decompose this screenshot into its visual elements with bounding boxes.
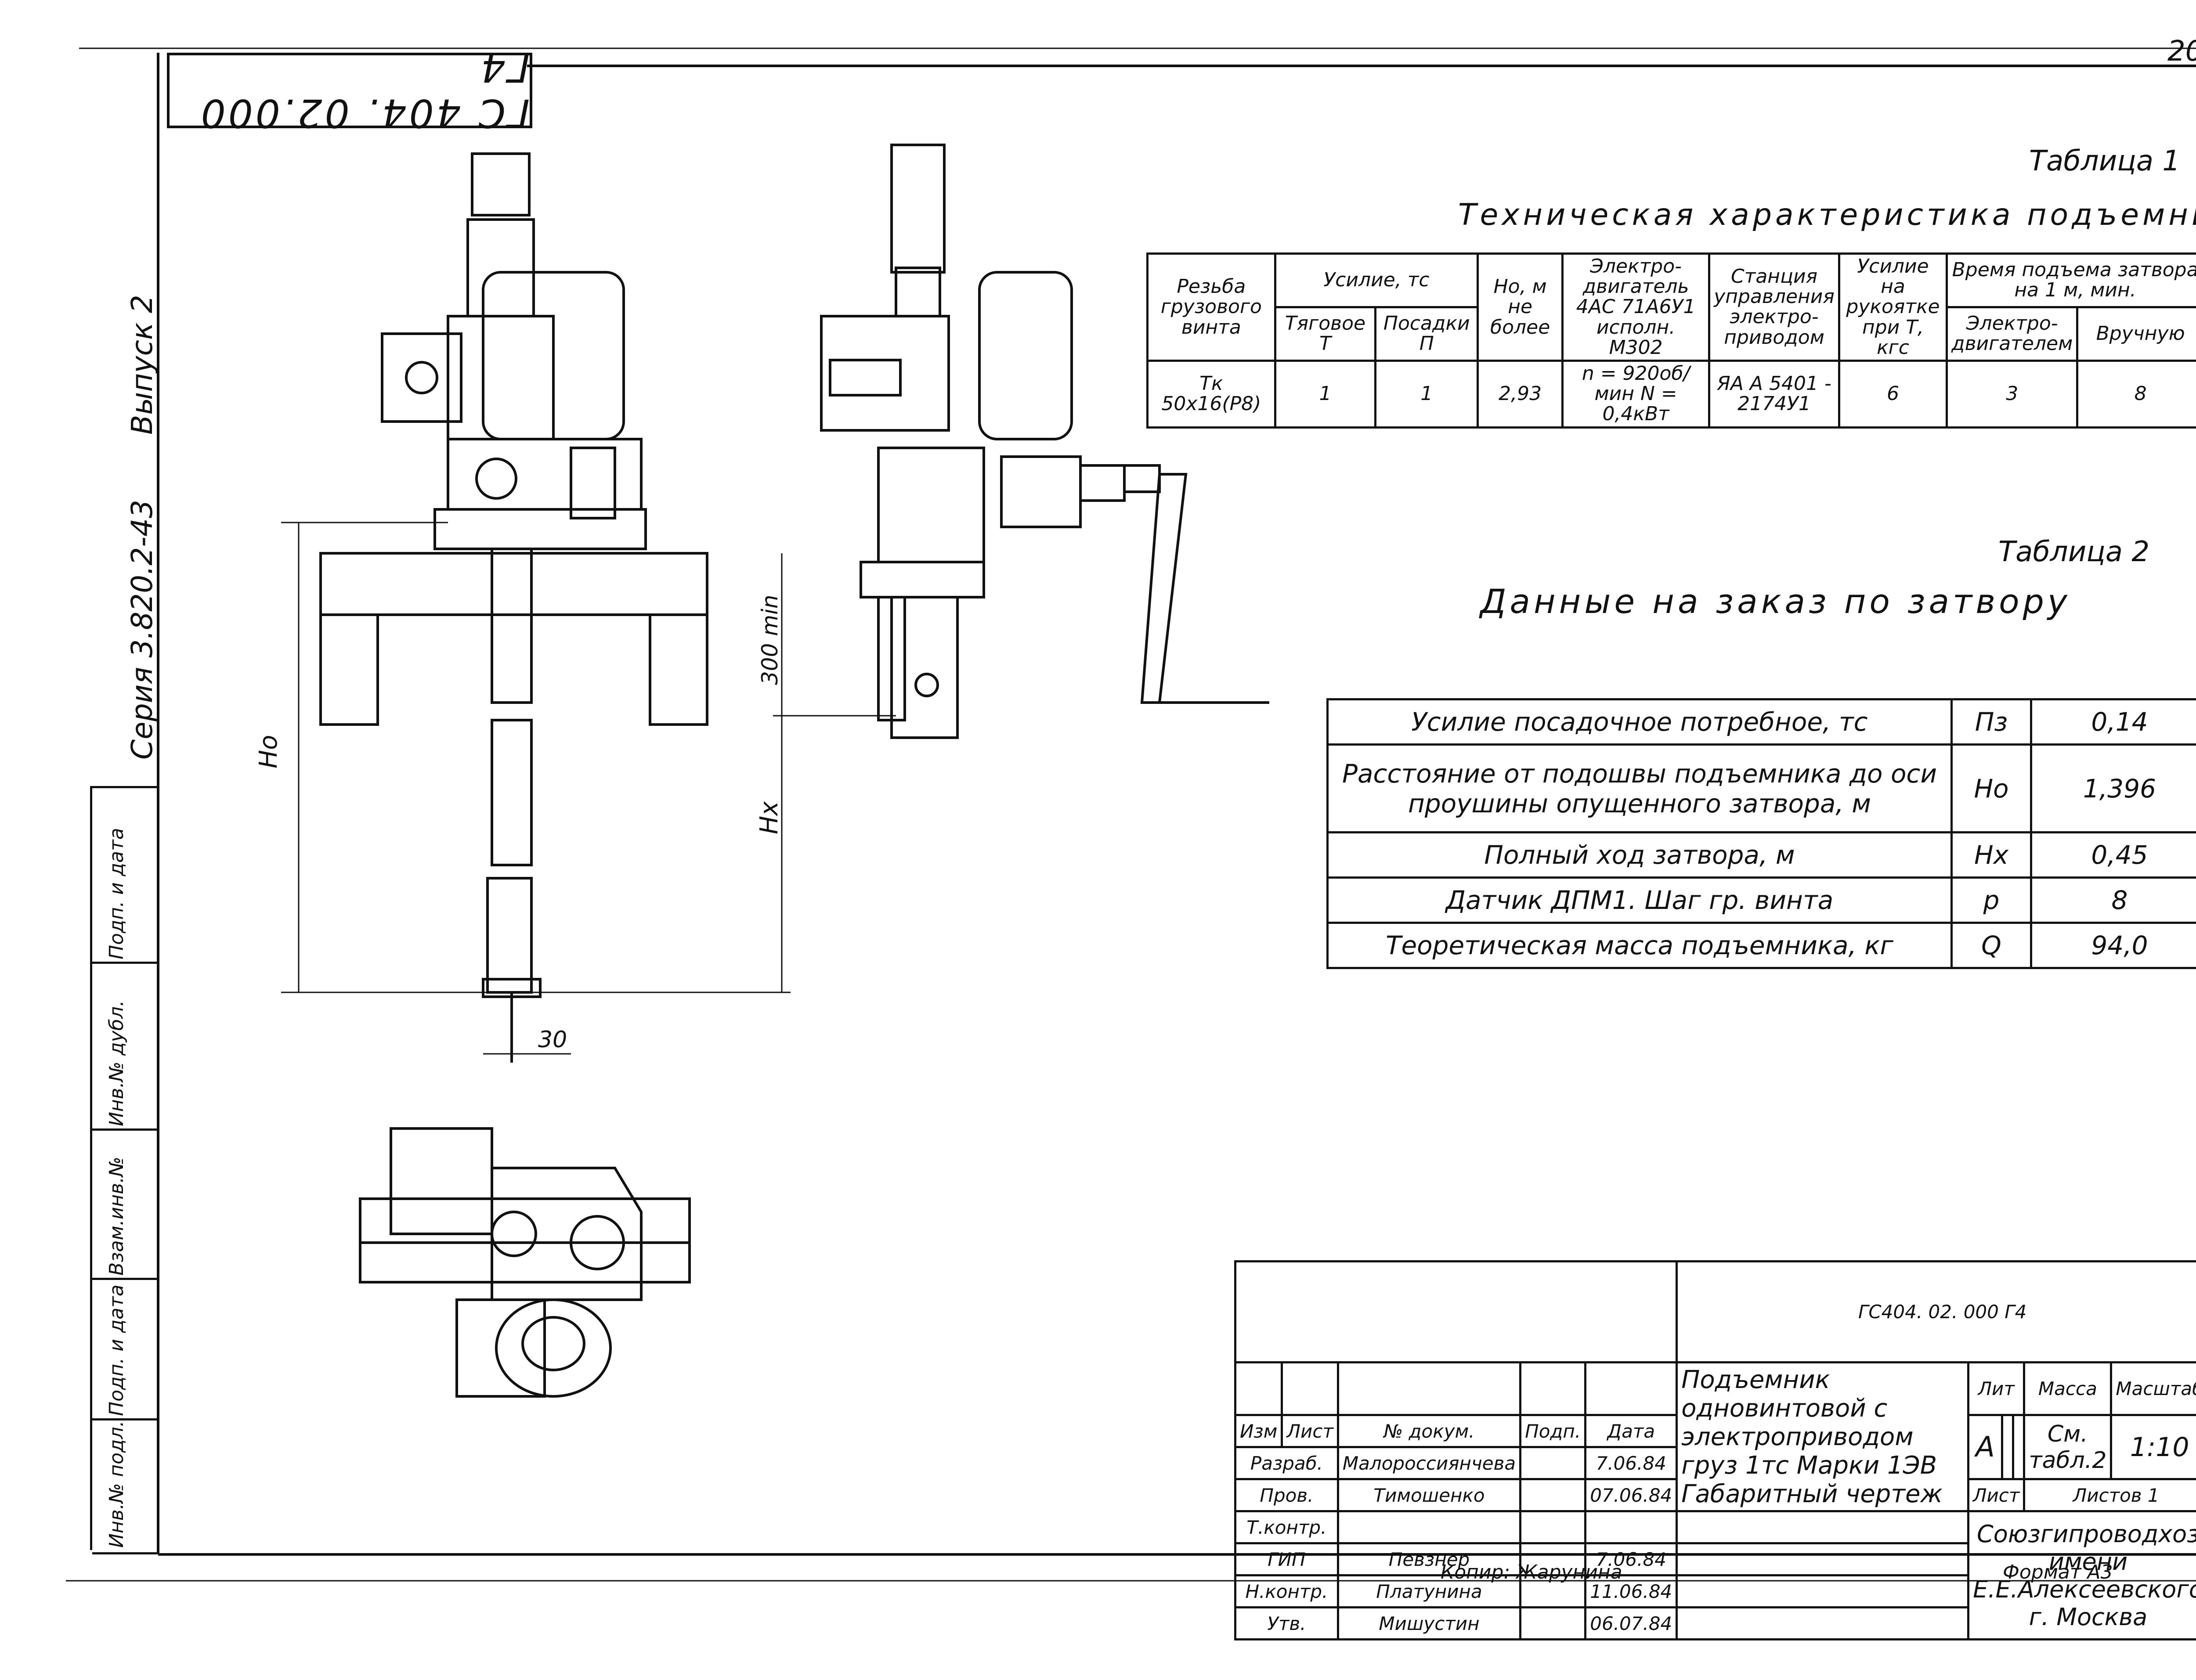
role-date: 7.06.84 [1584,1542,1678,1576]
t1-ho: 2,93 [1477,359,1564,429]
role-name: Платунина [1336,1574,1522,1608]
t1-h-lifttime: Время подъема затвора на 1 м, мин. [1946,252,2196,308]
t2-val: 0,45 [2030,831,2196,879]
role-name: Певзнер [1336,1542,1522,1576]
t1-motor: n = 920об/мин N = 0,4кВт [1561,359,1711,429]
h-doc: № докум. [1336,1414,1522,1448]
t2-val: 0,14 [2030,698,2196,746]
role: Утв. [1234,1606,1339,1640]
format-label: Формат А3 [2003,1561,2113,1583]
t1-seating: 1 [1374,359,1479,429]
role: Т.контр. [1234,1510,1339,1544]
side-view [773,144,1269,992]
table1: Резьба грузового винта Усилие, тс Но, м … [1146,252,2196,429]
t1-h-bymotor: Электро-двигателем [1946,306,2079,362]
t1-h-byhand: Вручную [2076,306,2196,362]
t2-desc: Расстояние от подошвы подъемника до оси … [1326,743,1953,833]
role: Разраб. [1234,1446,1339,1480]
t2-desc: Полный ход затвора, м [1326,831,1953,879]
mass-header: Масса [2023,1361,2113,1416]
role-name: Малороссиянчева [1336,1446,1522,1480]
doc-name: Подъемник одновинтовой с электроприводом… [1676,1361,1969,1512]
t1-thread: Тк 50х16(Р8) [1146,359,1276,429]
t2-val: 94,0 [2030,922,2196,969]
lit-header: Лит [1967,1361,2026,1416]
table2-title: Данные на заказ по затвору [1480,582,2071,621]
t1-byhand: 8 [2076,359,2196,429]
sheet-label: Лист [1967,1478,2026,1512]
mass-value: См. табл.2 [2023,1414,2113,1480]
ho-label: Ho [254,735,283,768]
role-name: Мишустин [1336,1606,1522,1640]
table2-label: Таблица 2 [1998,536,2150,568]
t2-desc: Усилие посадочное потребное, тс [1326,698,1953,746]
h-list: Лист [1281,1414,1339,1448]
t2-desc: Датчик ДПМ1. Шаг гр. винта [1326,876,1953,924]
table2: Усилие посадочное потребное, тс Пз 0,14 … [1326,698,2196,969]
t2-val: 1,396 [2030,743,2196,833]
title-block: ГС404. 02. 000 Г4 Подъемник одновинтовой… [1234,1260,2196,1640]
t1-h-seating: Посадки П [1374,306,1479,362]
t2-sym: Но [1950,743,2032,833]
t1-bymotor: 3 [1946,359,2079,429]
role-date [1584,1510,1678,1544]
t1-h-force: Усилие, тс [1274,252,1479,308]
document-stamp: ГС 404. 02.000 Г4 [167,45,532,136]
t2-sym: Нх [1950,831,2032,879]
t1-h-traction: Тяговое Т [1274,306,1377,362]
t1-h-station: Станция управления электро-приводом [1708,252,1840,362]
copied-by: Копир: Жарунина [1441,1561,1622,1583]
t1-h-handle: Усилие на рукоятке при Т, кгс [1838,252,1948,362]
min300-label: 300 min [757,595,783,685]
t1-station: ЯА А 5401 - 2174У1 [1708,359,1840,429]
role: Н.контр. [1234,1574,1339,1608]
role-date: 06.07.84 [1584,1606,1678,1640]
h-izm: Изм [1234,1414,1283,1448]
t2-sym: р [1950,876,2032,924]
t1-h-ho: Но, м не более [1477,252,1564,362]
page-number: 20 [2167,35,2196,68]
organization: Союзгипроводхоз имени Е.Е.Алексеевского … [1967,1510,2196,1640]
role-date: 7.06.84 [1584,1446,1678,1480]
t2-val: 8 [2030,876,2196,924]
t1-handle: 6 [1838,359,1948,429]
hx-label: Hx [755,801,784,834]
h-date: Дата [1584,1414,1678,1448]
role-name: Тимошенко [1336,1478,1522,1512]
dim30-label: 30 [538,1027,567,1053]
t1-h-thread: Резьба грузового винта [1146,252,1276,362]
role-name [1336,1510,1522,1544]
t2-desc: Теоретическая масса подъемника, кг [1326,922,1953,969]
role: Пров. [1234,1478,1339,1512]
t2-sym: Пз [1950,698,2032,746]
h-sign: Подп. [1519,1414,1587,1448]
scale-value: 1:10 [2110,1414,2196,1480]
role-date: 07.06.84 [1584,1478,1678,1512]
plan-view [359,1127,691,1398]
doc-code: ГС404. 02. 000 Г4 [1676,1260,2196,1363]
table1-label: Таблица 1 [2029,145,2181,177]
t2-sym: Q [1950,922,2032,969]
t1-h-motor: Электро-двигатель 4АС 71А6У1 исполн. М30… [1561,252,1711,362]
front-view [281,152,791,1063]
side-legend: Подп. и дата Инв.№ дубл. Взам.инв.№ Подп… [90,786,158,1554]
table1-title: Техническая характеристика подъемника [1458,198,2196,232]
scale-header: Масштаб [2110,1361,2196,1416]
role: ГИП [1234,1542,1339,1576]
lit-value: А [1967,1414,2004,1480]
sheets-label: Листов 1 [2023,1478,2196,1512]
t1-traction: 1 [1274,359,1377,429]
role-date: 11.06.84 [1584,1574,1678,1608]
